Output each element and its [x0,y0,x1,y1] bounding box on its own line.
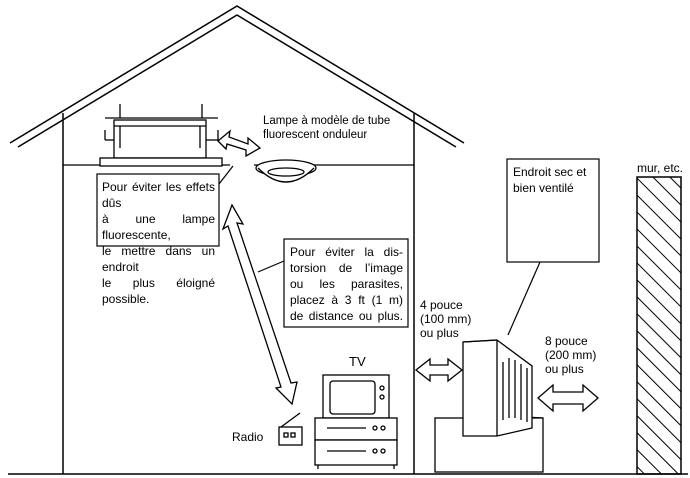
arrow-gap-8 [537,383,599,413]
tv-set [314,374,398,469]
fluorescent-lamp [255,159,317,183]
radio-label: Radio [232,430,264,444]
fluorescent-warning-text: Pour éviter les effets dûs à une lampe f… [102,180,215,306]
distortion-warning-box [283,238,409,328]
svg-text:ou plus: ou plus [545,362,584,376]
radio [278,412,303,446]
indoor-unit [434,339,544,473]
distortion-warning-text: Pour éviter la dis- torsion de l’image o… [290,245,403,323]
lamp-label-line1: Lampe à modèle de tube [263,115,390,127]
hatched-wall [636,176,682,475]
arrow-gap-4 [414,357,464,383]
dry-location-box [506,158,600,263]
dry-box-pointer [507,261,541,336]
ceiling-ac-unit [99,104,223,167]
wall-label: mur, etc. [637,161,683,175]
svg-text:8 pouce: 8 pouce [545,334,588,348]
svg-text:(100 mm): (100 mm) [420,312,471,326]
svg-text:4 pouce: 4 pouce [420,298,463,312]
distortion-box-pointer [257,260,285,273]
dry-location-text: Endroit sec et bien ventilé [513,165,587,195]
svg-text:(200 mm): (200 mm) [545,348,596,362]
tv-label: TV [349,354,366,369]
fluorescent-box-pointer [218,165,234,185]
arrow-distance-radio [221,203,298,406]
gap-4-label: 4 pouce (100 mm) ou plus [420,298,471,340]
arrow-ac-lamp-clean [217,129,262,158]
fluorescent-warning-box [96,173,220,247]
gap-8-label: 8 pouce (200 mm) ou plus [545,334,596,376]
svg-text:ou plus: ou plus [420,326,459,340]
lamp-label-line2: fluorescent onduleur [263,129,367,141]
